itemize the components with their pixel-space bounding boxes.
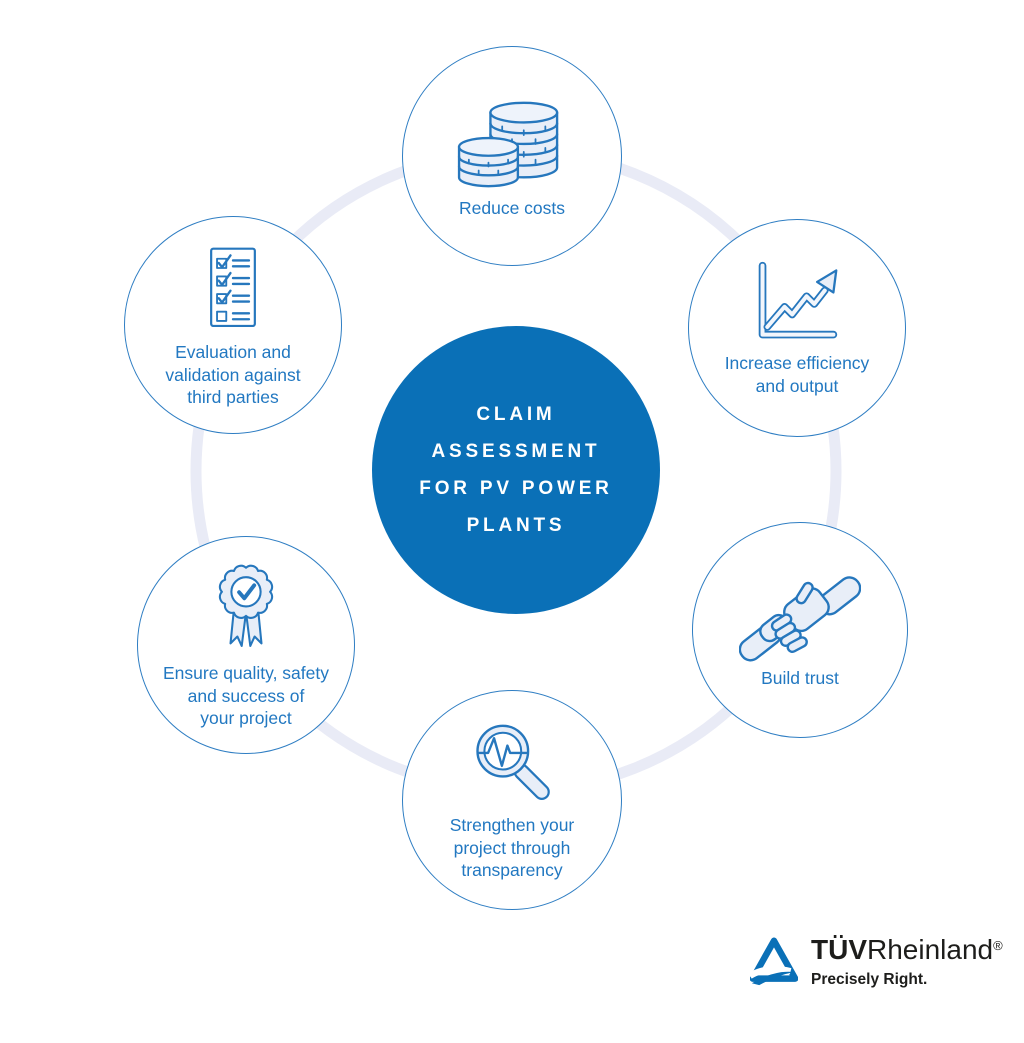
node-label: Ensure quality, safety and success of yo… — [162, 662, 329, 729]
coins-icon — [457, 101, 559, 187]
node-label: Evaluation and validation against third … — [165, 341, 301, 408]
node-evaluation-validation: Evaluation and validation against third … — [124, 216, 342, 434]
node-build-trust: Build trust — [692, 522, 908, 738]
brand-name-rheinland: Rheinland — [867, 934, 994, 965]
node-label: Reduce costs — [458, 197, 566, 218]
brand-name-tuv: TÜV — [811, 934, 867, 965]
center-title: CLAIM ASSESSMENT FOR PV POWER PLANTS — [419, 403, 613, 537]
brand-tagline: Precisely Right. — [811, 971, 928, 988]
growth-chart-icon — [758, 262, 838, 339]
magnifier-pulse-icon — [476, 724, 550, 800]
node-strengthen-transparency: Strengthen your project through transpar… — [402, 690, 622, 910]
node-label: Increase efficiency and output — [724, 353, 870, 396]
center-circle: CLAIM ASSESSMENT FOR PV POWER PLANTS — [372, 326, 660, 614]
brand-text: TÜVRheinland® Precisely Right. — [811, 936, 1003, 989]
node-ensure-quality: Ensure quality, safety and success of yo… — [137, 536, 355, 754]
tuv-logo-triangle-icon — [750, 937, 798, 986]
handshake-icon — [739, 575, 861, 662]
node-label: Build trust — [761, 667, 839, 688]
tuv-rheinland-logo: TÜVRheinland® Precisely Right. — [750, 936, 1003, 989]
brand-name: TÜVRheinland® — [811, 936, 1003, 964]
registered-mark: ® — [993, 938, 1003, 953]
award-ribbon-icon — [218, 564, 274, 647]
checklist-icon — [210, 247, 256, 327]
node-reduce-costs: Reduce costs — [402, 46, 622, 266]
node-label: Strengthen your project through transpar… — [449, 814, 575, 881]
node-increase-efficiency: Increase efficiency and output — [688, 219, 906, 437]
